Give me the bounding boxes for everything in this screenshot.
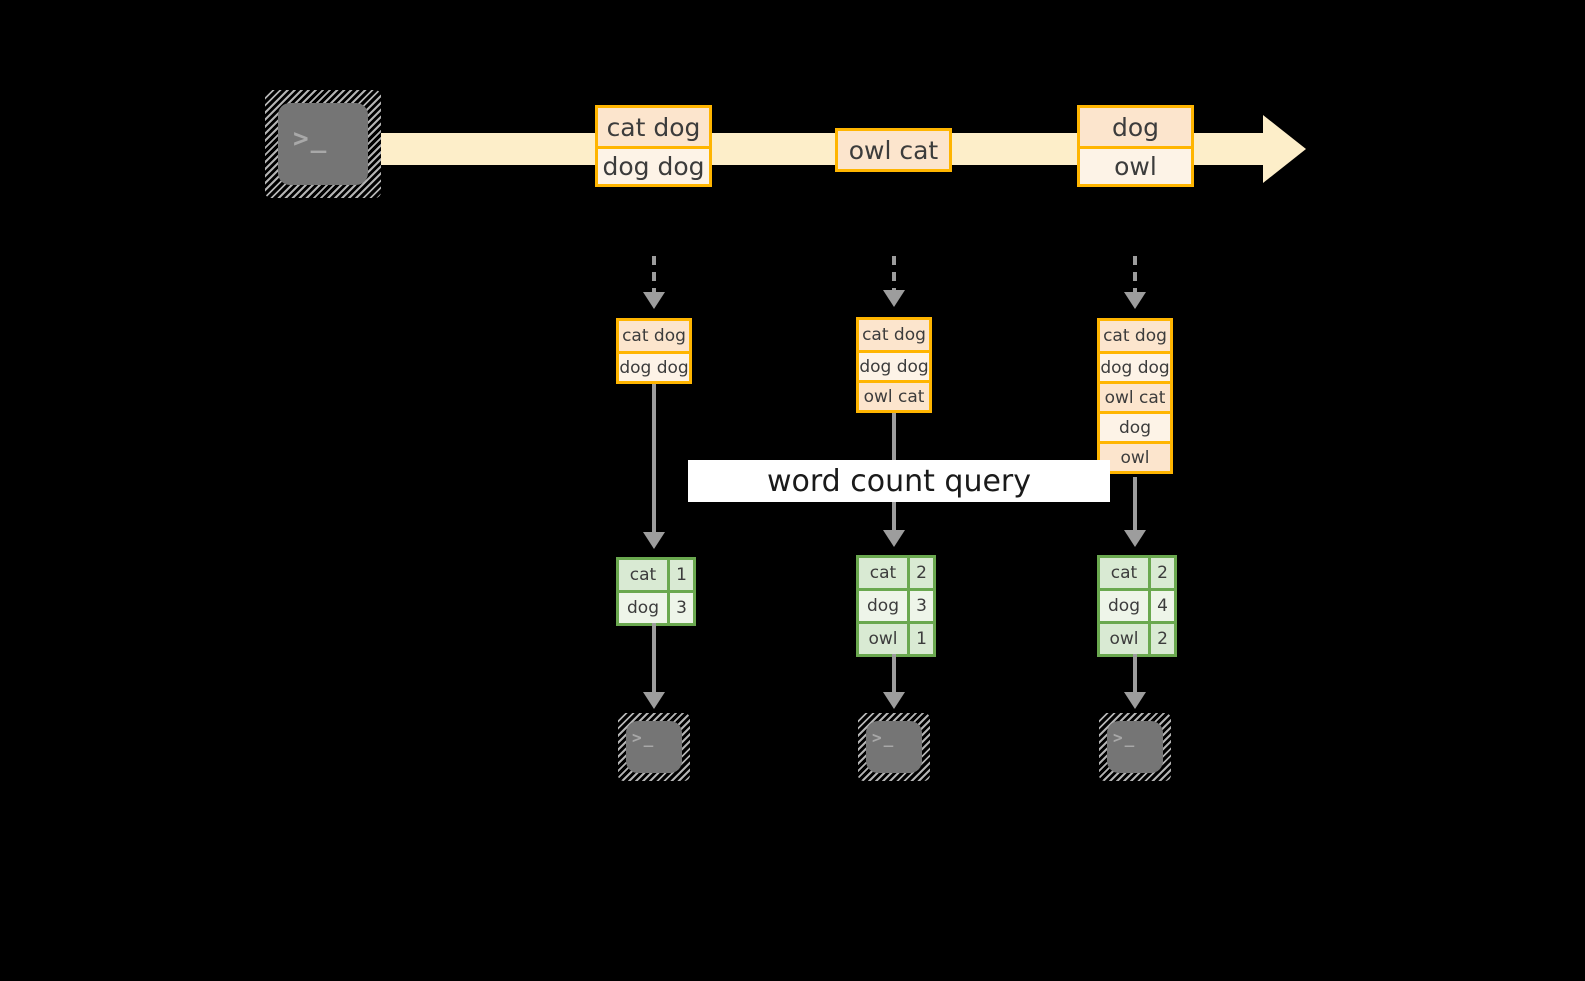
snapshot-line: cat dog (619, 321, 689, 351)
record-line: cat dog (598, 108, 709, 146)
record-line: dog (1080, 108, 1191, 146)
table-row: cat 2 (1100, 558, 1174, 588)
table-row: cat 1 (619, 560, 693, 590)
result-word: dog (859, 591, 907, 621)
result-to-sink-connector-1 (652, 623, 656, 695)
result-count: 1 (667, 560, 693, 590)
record-line: dog dog (598, 146, 709, 184)
result-count: 4 (1148, 591, 1174, 621)
query-label-text: word count query (766, 463, 1032, 499)
result-word: dog (619, 593, 667, 623)
record-line: owl (1080, 146, 1191, 184)
snapshot-line: dog dog (1100, 351, 1170, 381)
result-to-sink-arrowhead-1 (643, 692, 665, 709)
result-to-sink-connector-3 (1133, 654, 1137, 696)
source-terminal-icon[interactable]: >_ (265, 90, 381, 198)
snapshot-to-result-connector-1 (652, 384, 656, 536)
stream-to-snapshot-arrowhead-2 (883, 290, 905, 307)
table-row: cat 2 (859, 558, 933, 588)
table-row: owl 2 (1100, 621, 1174, 654)
stream-record-1[interactable]: cat dog dog dog (595, 105, 712, 187)
stream-to-snapshot-connector-2 (892, 256, 896, 292)
table-row: dog 3 (619, 590, 693, 623)
result-word: owl (859, 624, 907, 654)
record-line: owl cat (838, 131, 949, 169)
snapshot-line: cat dog (859, 320, 929, 350)
snapshot-2[interactable]: cat dog dog dog owl cat (856, 317, 932, 413)
result-word: cat (859, 558, 907, 588)
result-table-3[interactable]: cat 2 dog 4 owl 2 (1097, 555, 1177, 657)
snapshot-to-result-connector-3 (1133, 477, 1137, 534)
result-to-sink-arrowhead-2 (883, 692, 905, 709)
table-row: dog 4 (1100, 588, 1174, 621)
snapshot-line: dog (1100, 411, 1170, 441)
result-count: 3 (667, 593, 693, 623)
result-table-1[interactable]: cat 1 dog 3 (616, 557, 696, 626)
stream-to-snapshot-arrowhead-1 (643, 292, 665, 309)
sink-terminal-icon-3[interactable]: >_ (1099, 713, 1171, 781)
snapshot-3[interactable]: cat dog dog dog owl cat dog owl (1097, 318, 1173, 474)
snapshot-line: owl cat (859, 380, 929, 410)
snapshot-line: owl cat (1100, 381, 1170, 411)
result-count: 2 (1148, 624, 1174, 654)
result-to-sink-arrowhead-3 (1124, 692, 1146, 709)
snapshot-to-result-arrowhead-3 (1124, 530, 1146, 547)
result-to-sink-connector-2 (892, 654, 896, 696)
result-word: owl (1100, 624, 1148, 654)
terminal-prompt-glyph: >_ (632, 728, 656, 747)
stream-record-3[interactable]: dog owl (1077, 105, 1194, 187)
terminal-prompt-glyph: >_ (872, 728, 896, 747)
result-table-2[interactable]: cat 2 dog 3 owl 1 (856, 555, 936, 657)
result-count: 2 (1148, 558, 1174, 588)
terminal-screen (866, 721, 922, 773)
snapshot-line: owl (1100, 441, 1170, 471)
snapshot-line: dog dog (619, 351, 689, 381)
stream-to-snapshot-connector-1 (652, 256, 656, 294)
snapshot-line: dog dog (859, 350, 929, 380)
sink-terminal-icon-2[interactable]: >_ (858, 713, 930, 781)
snapshot-to-result-arrowhead-1 (643, 532, 665, 549)
table-row: dog 3 (859, 588, 933, 621)
result-word: cat (619, 560, 667, 590)
snapshot-line: cat dog (1100, 321, 1170, 351)
terminal-screen (1107, 721, 1163, 773)
stream-record-2[interactable]: owl cat (835, 128, 952, 172)
result-word: cat (1100, 558, 1148, 588)
result-count: 1 (907, 624, 933, 654)
result-count: 3 (907, 591, 933, 621)
stream-to-snapshot-arrowhead-3 (1124, 292, 1146, 309)
table-row: owl 1 (859, 621, 933, 654)
snapshot-1[interactable]: cat dog dog dog (616, 318, 692, 384)
result-count: 2 (907, 558, 933, 588)
stream-arrow-head (1263, 115, 1306, 183)
stream-to-snapshot-connector-3 (1133, 256, 1137, 294)
terminal-prompt-glyph: >_ (293, 124, 329, 154)
query-label: word count query (688, 460, 1110, 502)
terminal-prompt-glyph: >_ (1113, 728, 1137, 747)
snapshot-to-result-arrowhead-2 (883, 530, 905, 547)
result-word: dog (1100, 591, 1148, 621)
sink-terminal-icon-1[interactable]: >_ (618, 713, 690, 781)
terminal-screen (278, 103, 368, 185)
terminal-screen (626, 721, 682, 773)
